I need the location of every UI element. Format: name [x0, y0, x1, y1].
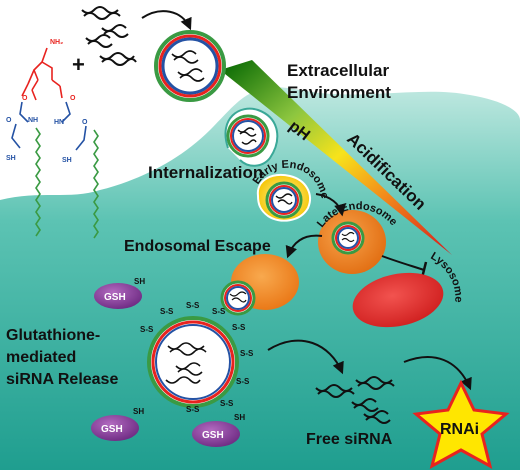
molecule-sh-left: SH: [6, 155, 16, 162]
molecule-sh-right: SH: [62, 157, 72, 164]
gsh-sh-bottom-left: SH: [133, 407, 144, 416]
nanoparticle-extracellular: [154, 30, 226, 102]
ss-4: S-S: [232, 323, 246, 332]
glutathione-label-line1: Glutathione-: [6, 327, 100, 344]
internalization-label: Internalization: [148, 163, 263, 182]
gsh-label-bottom-right: GSH: [202, 430, 224, 441]
lipid-headgroup: [27, 47, 61, 91]
molecule-o-right: O: [70, 95, 76, 102]
late-endosome: [318, 210, 386, 274]
extracellular-label-line2: Environment: [287, 83, 391, 102]
gsh-label-bottom-left: GSH: [101, 424, 123, 435]
escaping-endosome: [220, 254, 299, 316]
ss-9: S-S: [140, 325, 154, 334]
gsh-sh-bottom-right: SH: [234, 413, 245, 422]
ss-7: S-S: [220, 399, 234, 408]
gsh-molecule-bottom-right: GSH SH: [192, 413, 245, 447]
sirna-cluster-top: [81, 6, 137, 66]
disulfide-labels: S-S S-S S-S S-S S-S S-S S-S S-S S-S: [140, 301, 254, 414]
rnai-star: [412, 379, 510, 469]
cationic-lipid-molecule: NH₂ O O O NH HN O SH SH: [6, 39, 99, 239]
molecule-nh2: NH₂: [50, 39, 63, 46]
disulfide-nanoparticle: [147, 316, 239, 408]
rnai-label: RNAi: [440, 421, 479, 438]
ss-5: S-S: [240, 349, 254, 358]
arrow-release: [267, 339, 344, 375]
arrow-to-nanoparticle: [141, 10, 192, 31]
arrow-late-to-escape: [285, 234, 323, 259]
glutathione-label-line2: mediated: [6, 349, 76, 366]
glutathione-label-line3: siRNA Release: [6, 371, 118, 388]
lysosome: [352, 272, 444, 328]
ss-6: S-S: [236, 377, 250, 386]
extracellular-label-line1: Extracellular: [287, 61, 389, 80]
endosomal-escape-label: Endosomal Escape: [124, 238, 271, 255]
molecule-o-left: O: [22, 95, 28, 102]
nanoparticle-internalizing: [226, 114, 270, 158]
molecule-nh: NH: [28, 117, 38, 124]
gsh-sh-top: SH: [134, 277, 145, 286]
ss-8: S-S: [186, 405, 200, 414]
lipid-tail-right: [93, 129, 99, 239]
ss-3: S-S: [212, 307, 226, 316]
arrow-to-rnai: [403, 356, 472, 391]
plus-sign: +: [72, 52, 85, 77]
molecule-o-blue-right: O: [82, 119, 88, 126]
ss-1: S-S: [160, 307, 174, 316]
ss-2: S-S: [186, 301, 200, 310]
ph-gradient-triangle: [220, 60, 452, 255]
molecule-o-blue-left: O: [6, 117, 12, 124]
free-sirna-strands: [315, 376, 395, 424]
gsh-label-top: GSH: [104, 292, 126, 303]
arrow-early-to-late: [315, 193, 346, 217]
early-endosome: [256, 174, 311, 222]
lipid-tail-left: [35, 127, 41, 237]
gsh-molecule-top: GSH SH: [94, 277, 145, 309]
free-sirna-label: Free siRNA: [306, 431, 393, 448]
molecule-hn: HN: [54, 119, 64, 126]
gsh-molecule-bottom-left: GSH SH: [91, 407, 144, 441]
inhibition-late-to-lysosome: [381, 255, 425, 271]
